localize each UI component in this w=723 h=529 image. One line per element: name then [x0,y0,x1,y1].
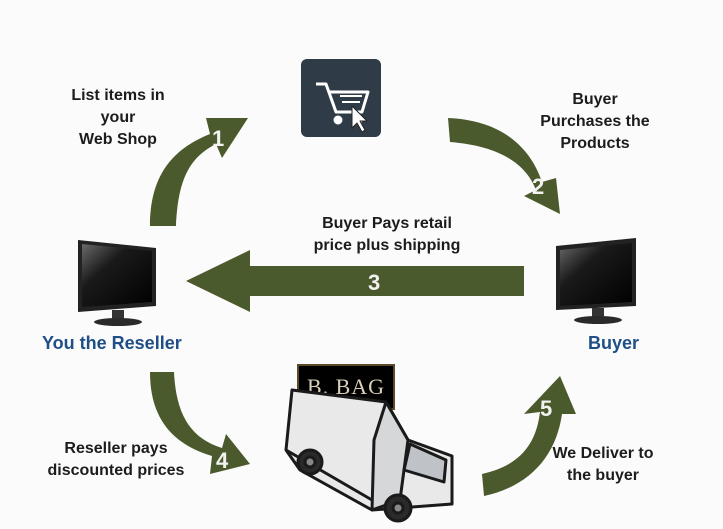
arrow-3: 3 [186,250,524,312]
step-number-2: 2 [532,174,544,199]
arrow-4: 4 [150,372,250,474]
step-number-5: 5 [540,396,552,421]
arrow-1: 1 [150,118,248,226]
step-number-1: 1 [212,126,224,151]
arrow-5: 5 [482,376,576,496]
cart-icon [316,82,370,133]
arrow-2: 2 [448,118,560,214]
step-number-3: 3 [368,270,380,295]
buyer-monitor-icon [556,238,636,324]
buyer-role-label: Buyer [588,333,640,353]
delivery-van-icon [284,388,454,523]
reseller-role-label: You the Reseller [42,333,182,353]
reseller-monitor-icon [78,240,156,326]
step-number-4: 4 [216,448,229,473]
